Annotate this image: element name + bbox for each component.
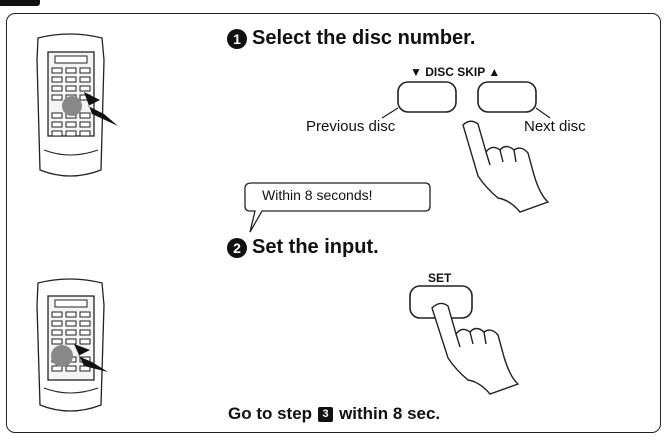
callout-text: Within 8 seconds!: [262, 187, 373, 203]
section-tab: [0, 0, 40, 6]
disc-skip-up-button[interactable]: [477, 81, 537, 113]
pressing-hand-icon-1: [462, 120, 550, 213]
footer-instruction: Go to step 3 within 8 sec.: [228, 404, 440, 424]
remote-control-illustration-1: [36, 33, 118, 177]
step2-number-badge: 2: [227, 237, 247, 258]
set-button-label: SET: [428, 271, 452, 285]
next-disc-label: Next disc: [524, 118, 586, 135]
footer-prefix: Go to step: [228, 404, 313, 423]
previous-disc-label: Previous disc: [306, 118, 396, 135]
leader-lines: [381, 107, 551, 119]
step1-number-badge: 1: [227, 28, 247, 49]
step-reference-badge: 3: [318, 406, 334, 422]
footer-suffix: within 8 sec.: [339, 404, 441, 423]
step2-title: Set the input.: [252, 236, 379, 258]
step1-title: Select the disc number.: [252, 27, 476, 49]
disc-skip-label: ▼ DISC SKIP ▲: [410, 65, 501, 79]
remote-control-illustration-2: [36, 278, 108, 412]
step2-heading: 2 Set the input.: [227, 236, 379, 259]
step1-heading: 1 Select the disc number.: [227, 27, 475, 50]
instruction-frame: [6, 13, 661, 433]
disc-skip-down-button[interactable]: [397, 81, 457, 113]
pressing-hand-icon-2: [431, 302, 520, 395]
callout-bubble: [244, 182, 431, 233]
